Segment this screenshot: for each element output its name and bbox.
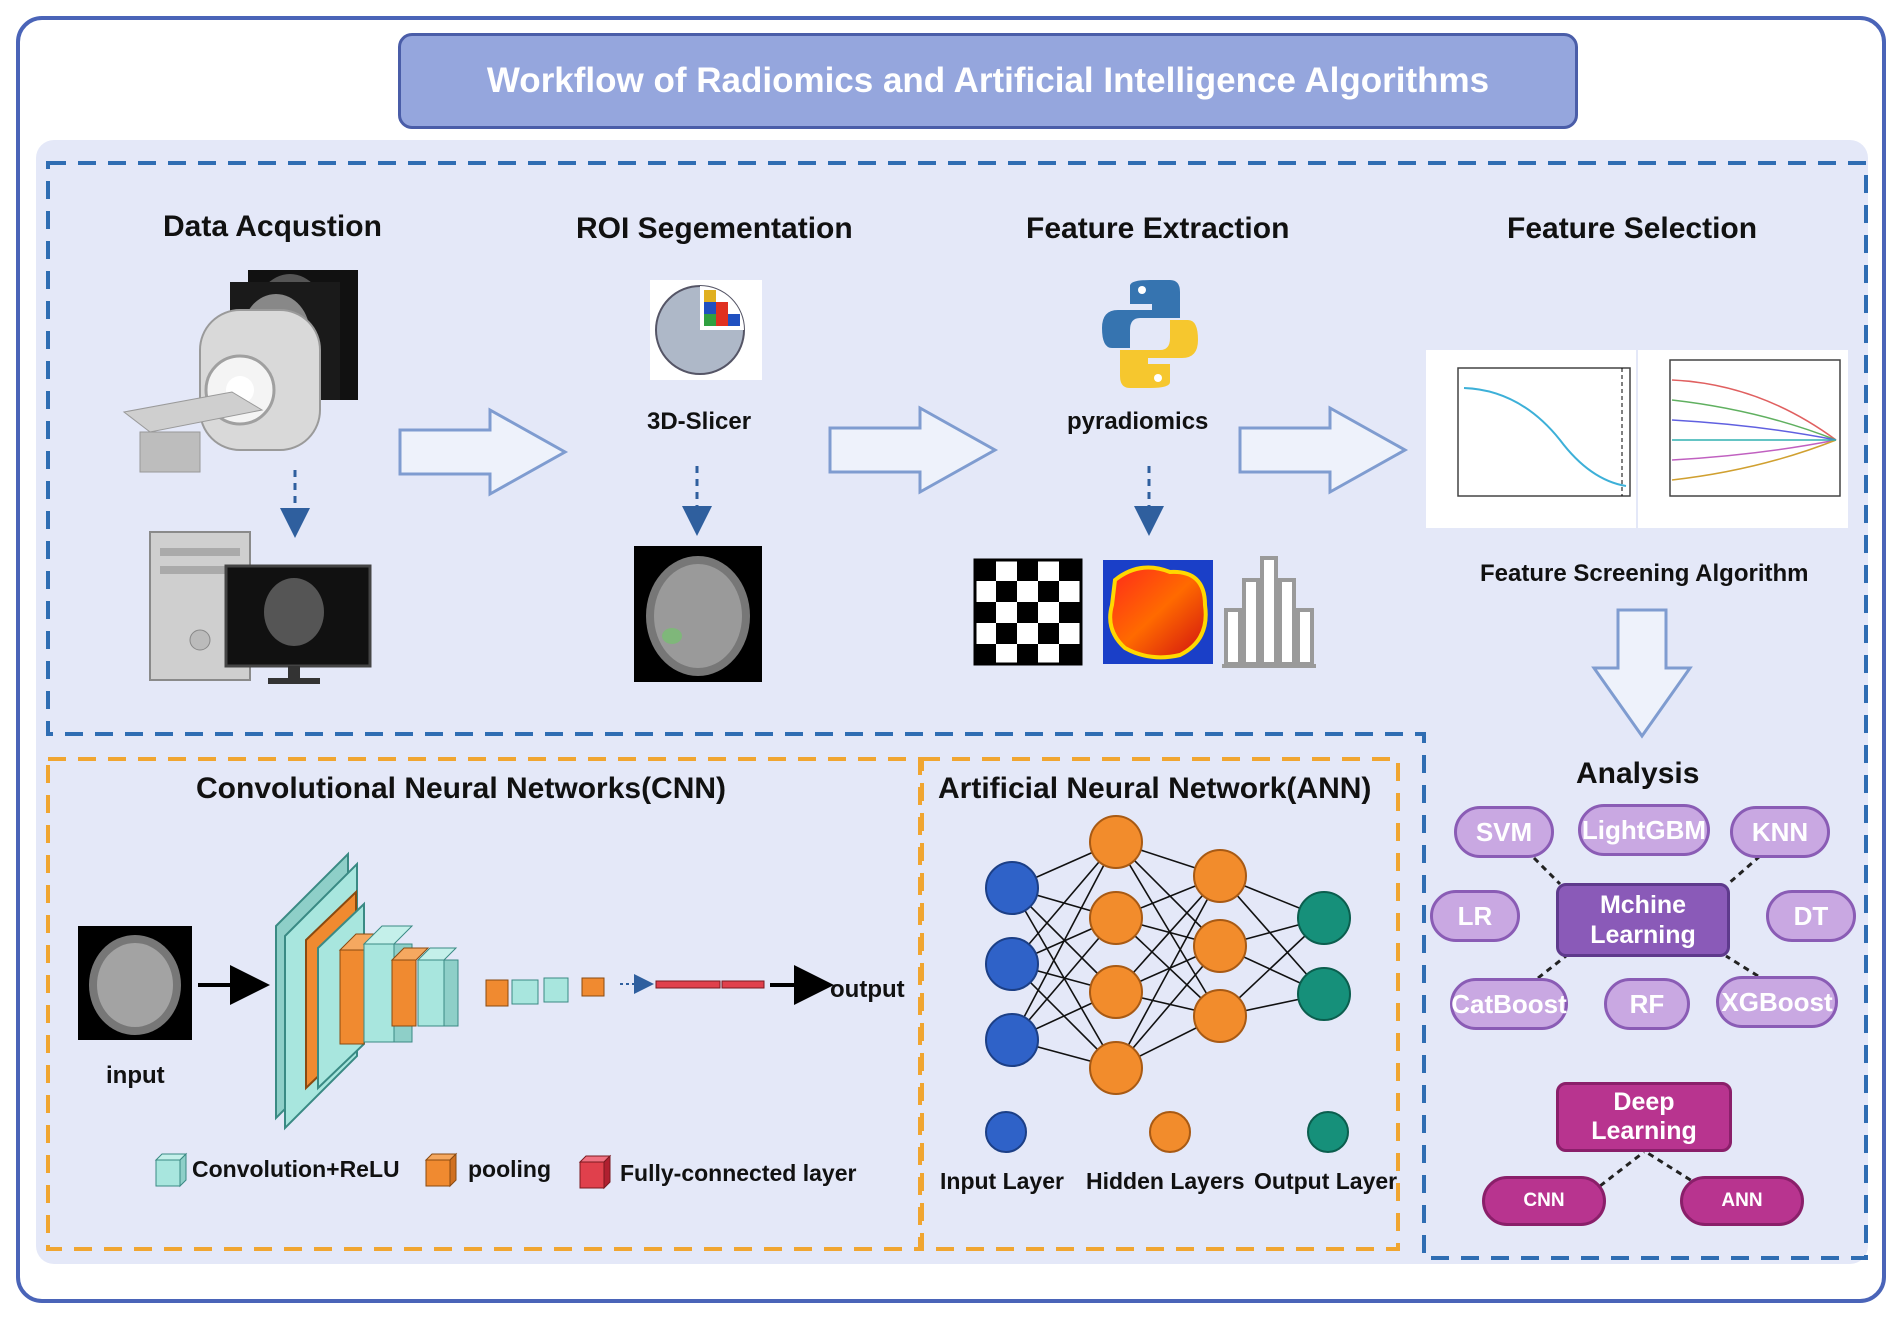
ann-node-hidden2-1 (1193, 849, 1247, 903)
legend-output-node (1307, 1111, 1349, 1153)
histogram-icon (1222, 556, 1316, 668)
ann-node-hidden2-3 (1193, 989, 1247, 1043)
ml-pill-rf: RF (1604, 978, 1690, 1030)
legend-hidden-label: Hidden Layers (1086, 1168, 1245, 1194)
ann-node-hidden1-2 (1089, 891, 1143, 945)
legend-output-label: Output Layer (1254, 1168, 1398, 1194)
ann-node-output-1 (1297, 891, 1351, 945)
legend-fc-icon (578, 1154, 612, 1190)
ml-link-svm (1532, 856, 1562, 886)
segmented-ct-image (634, 546, 762, 682)
3d-slicer-logo (650, 280, 762, 380)
stage-arrow-1 (398, 407, 569, 497)
legend-input-node (985, 1111, 1027, 1153)
dl-link-cnn (1599, 1150, 1645, 1188)
fc-layer-1 (655, 980, 721, 989)
texture-checkerboard-icon (973, 558, 1083, 666)
cnn-input-label: input (106, 1062, 165, 1089)
ml-pill-svm: SVM (1454, 806, 1554, 858)
ml-link-xgboost (1725, 954, 1759, 978)
legend-hidden-node (1149, 1111, 1191, 1153)
pool-block-5 (581, 977, 605, 997)
slicer-label: 3D-Slicer (647, 408, 752, 435)
ann-title: Artificial Neural Network(ANN) (938, 772, 1372, 805)
fc-layer-2 (721, 980, 765, 989)
lasso-coefficient-plot (1638, 350, 1848, 528)
ann-edge (1011, 841, 1117, 1041)
stage-heading-feature-selection: Feature Selection (1507, 212, 1758, 245)
legend-conv-label: Convolution+ReLU (192, 1156, 400, 1182)
legend-pool-icon (424, 1152, 458, 1188)
stage-heading-feature-extraction: Feature Extraction (1026, 212, 1290, 245)
ml-pill-dt: DT (1766, 890, 1856, 942)
pipeline-dashed-region (46, 161, 1868, 1260)
computer-icon (149, 531, 372, 684)
ml-pill-lightgbm: LightGBM (1578, 804, 1710, 856)
ml-link-knn (1727, 854, 1761, 886)
conv-block-4 (416, 947, 459, 1027)
python-logo (1102, 280, 1198, 388)
ann-connections (1011, 841, 1325, 1069)
ml-pill-knn: KNN (1730, 806, 1830, 858)
stage-heading-roi-segmentation: ROI Segementation (576, 212, 853, 245)
ann-node-output-2 (1297, 967, 1351, 1021)
legend-pool-label: pooling (468, 1156, 552, 1182)
cnn-architecture (198, 851, 834, 1131)
pyradiomics-label: pyradiomics (1067, 408, 1209, 435)
ann-node-input-1 (985, 861, 1039, 915)
pool-block-4 (485, 979, 509, 1007)
ml-pill-xgboost: XGBoost (1716, 976, 1838, 1028)
ann-nodes (985, 815, 1351, 1095)
legend-conv-icon (154, 1152, 188, 1188)
lasso-cv-plot (1426, 350, 1636, 528)
ml-pill-catboost: CatBoost (1450, 978, 1568, 1030)
ann-node-input-3 (985, 1013, 1039, 1067)
ann-node-hidden1-1 (1089, 815, 1143, 869)
cnn-output-label: output (830, 976, 905, 1003)
heatmap-icon (1103, 560, 1213, 664)
stage-heading-data-acquisition: Data Acqustion (163, 210, 382, 243)
ann-node-hidden1-3 (1089, 965, 1143, 1019)
page-title: Workflow of Radiomics and Artificial Int… (486, 61, 1490, 100)
pool-block-3 (390, 947, 430, 1027)
conv-block-5 (511, 977, 569, 1005)
cnn-input-image (78, 926, 192, 1040)
dl-pill-ann: ANN (1680, 1176, 1804, 1226)
ann-node-hidden1-4 (1089, 1041, 1143, 1095)
ann-node-input-2 (985, 937, 1039, 991)
stage-arrow-2 (828, 405, 999, 495)
legend-fc-label: Fully-connected layer (620, 1160, 857, 1186)
ml-link-catboost (1537, 954, 1567, 980)
legend-input-label: Input Layer (940, 1168, 1064, 1194)
cnn-title: Convolutional Neural Networks(CNN) (196, 772, 727, 805)
stage-arrow-3 (1238, 405, 1409, 495)
ann-dashed-region (920, 757, 1400, 1251)
ct-scanner-icon (122, 270, 358, 473)
ann-edge (1115, 875, 1221, 1069)
dl-pill-cnn: CNN (1482, 1176, 1606, 1226)
ann-node-hidden2-2 (1193, 919, 1247, 973)
deep-learning-box: Deep Learning (1556, 1082, 1732, 1152)
ml-pill-lr: LR (1430, 890, 1520, 942)
analysis-heading: Analysis (1576, 757, 1700, 790)
ann-edge (1115, 841, 1221, 1017)
machine-learning-box: Mchine Learning (1556, 883, 1730, 957)
title-banner: Workflow of Radiomics and Artificial Int… (398, 33, 1578, 129)
screening-label: Feature Screening Algorithm (1480, 560, 1809, 587)
down-arrow-analysis (1591, 608, 1693, 739)
